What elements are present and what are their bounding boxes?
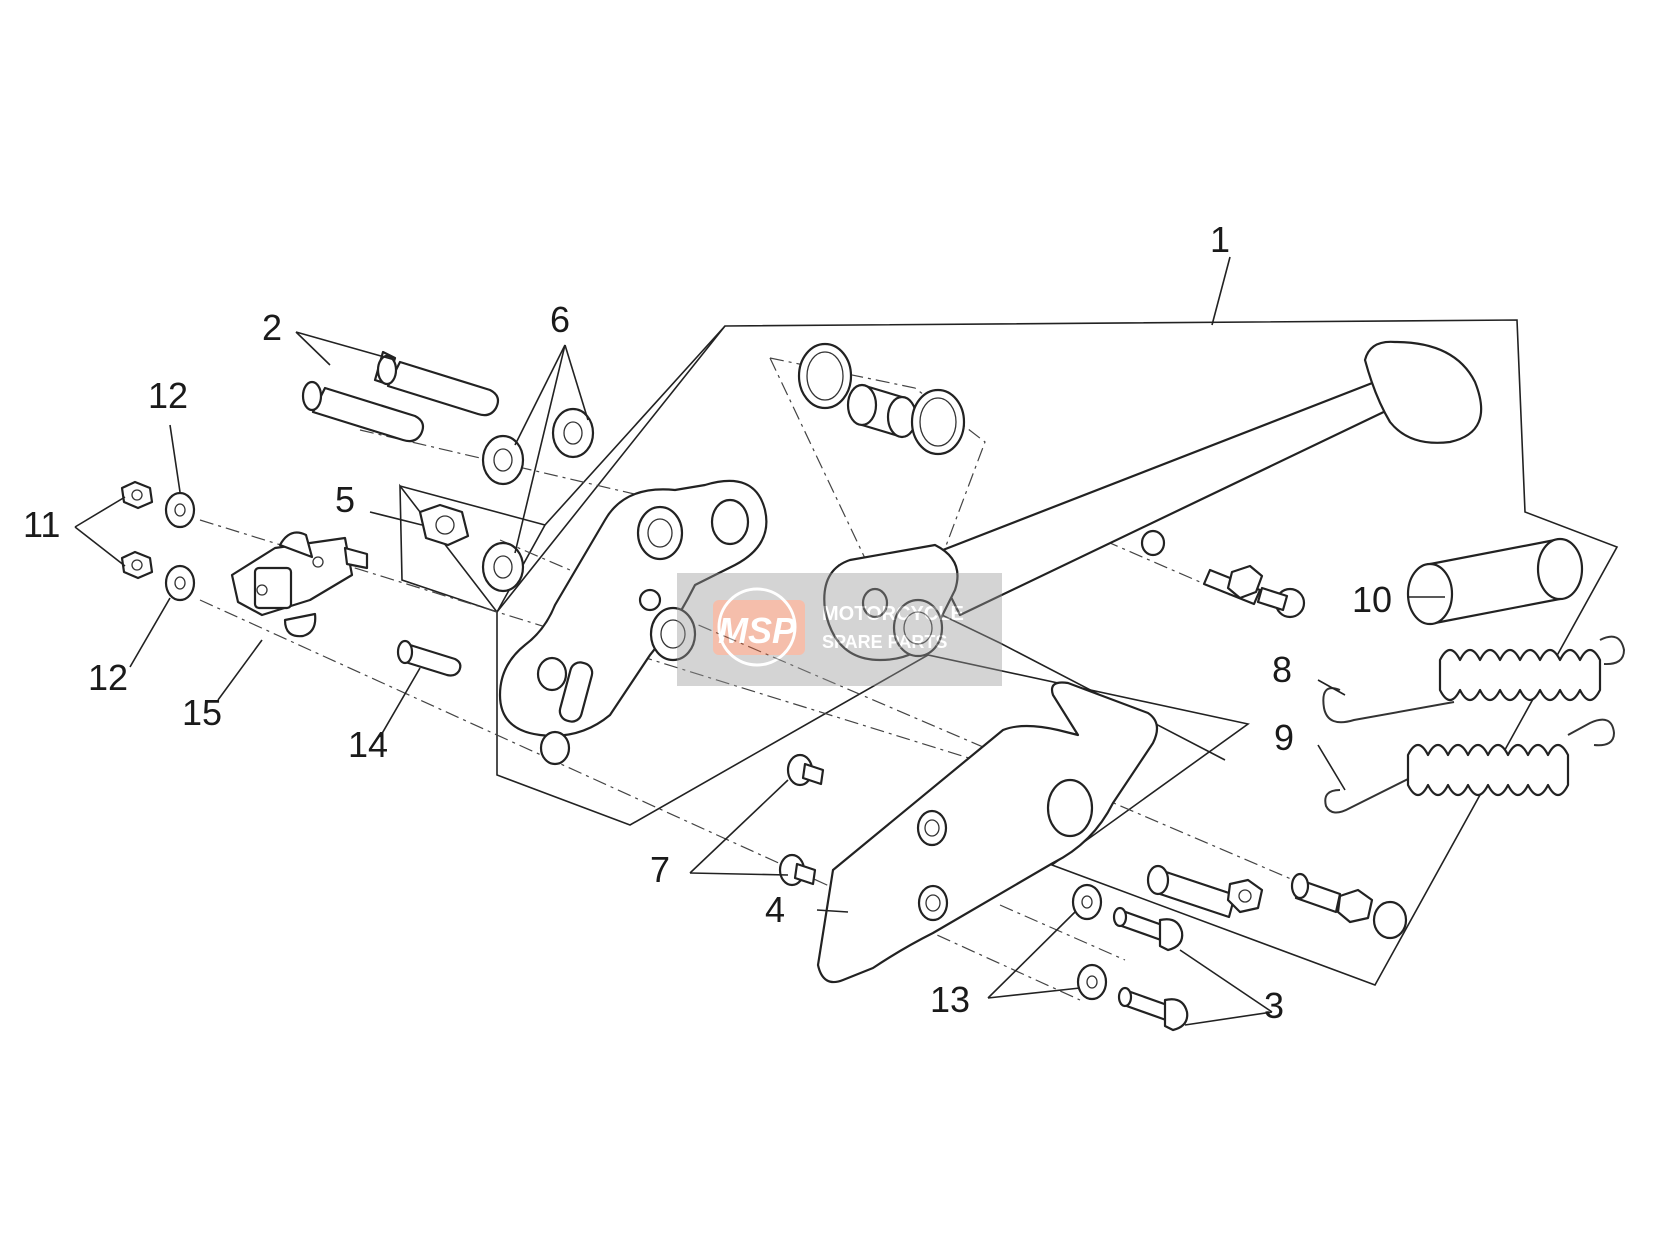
callout-7: 7 (650, 849, 670, 890)
axis-line-f (999, 904, 1126, 961)
callout-4: 4 (765, 889, 785, 930)
watermark-box (677, 573, 1002, 686)
bracket-box-outline (399, 485, 546, 526)
nut-part-11a (120, 480, 154, 510)
stop-pin-lower (1146, 864, 1264, 919)
washer-part-12b (164, 564, 196, 602)
callout-10: 10 (1352, 579, 1392, 620)
nut-part-11b (120, 550, 154, 580)
washer-part-13a (1071, 883, 1103, 921)
watermark-logo-text: MSP (718, 610, 797, 651)
screw-part-3a (1112, 906, 1184, 952)
callout-11: 11 (23, 504, 60, 545)
pivot-washer-b (910, 388, 966, 456)
screw-part-3b (1117, 986, 1189, 1032)
pin-part-14 (396, 639, 462, 677)
spring-part-8 (1322, 635, 1626, 724)
bolt-part-2b (301, 380, 425, 443)
callout-2: 2 (262, 307, 282, 348)
assembly-1-outline (399, 319, 1619, 986)
bushing-group-outline-left (769, 357, 881, 591)
washer-part-6c (481, 541, 525, 593)
stop-bolt-top (1202, 564, 1306, 619)
bolt-part-2a (373, 350, 500, 417)
callout-6: 6 (550, 299, 570, 340)
watermark-line-1: MOTORCYCLE (822, 603, 964, 625)
washer-part-13b (1076, 963, 1108, 1001)
watermark-logo: MSP MOTORCYCLE SPARE PARTS (677, 573, 1002, 686)
pivot-bushing (846, 383, 918, 439)
callout-3: 3 (1264, 985, 1284, 1026)
cover-plate-part-4 (816, 681, 1159, 984)
spring-part-9 (1324, 718, 1616, 814)
watermark-accent (713, 600, 805, 655)
callout-1: 1 (1210, 219, 1230, 260)
callout-15: 15 (182, 692, 222, 733)
nut-part-5 (418, 503, 470, 547)
washer-part-6b (481, 434, 525, 486)
callout-12-top: 12 (148, 375, 188, 416)
spacer-part-7a (786, 753, 825, 787)
callout-14: 14 (348, 724, 388, 765)
leader-lines (74, 256, 1445, 1026)
stop-bolt-lower (1290, 872, 1408, 940)
washer-part-12a (164, 491, 196, 529)
switch-part-15 (230, 531, 369, 638)
washer-part-6a (551, 407, 595, 459)
sleeve-part-10 (1406, 537, 1584, 626)
callout-8: 8 (1272, 649, 1292, 690)
callout-5: 5 (335, 479, 355, 520)
mounting-bracket (498, 479, 768, 766)
axis-line-d (499, 539, 1341, 901)
stand-leg-part-1 (823, 340, 1483, 662)
callout-13: 13 (930, 979, 970, 1020)
callout-9: 9 (1274, 717, 1294, 758)
pivot-washer-a (797, 342, 853, 410)
spacer-part-7b (778, 853, 817, 887)
watermark-globe-icon (717, 587, 797, 667)
callout-12-bottom: 12 (88, 657, 128, 698)
watermark-line-2: SPARE PARTS (822, 632, 947, 652)
